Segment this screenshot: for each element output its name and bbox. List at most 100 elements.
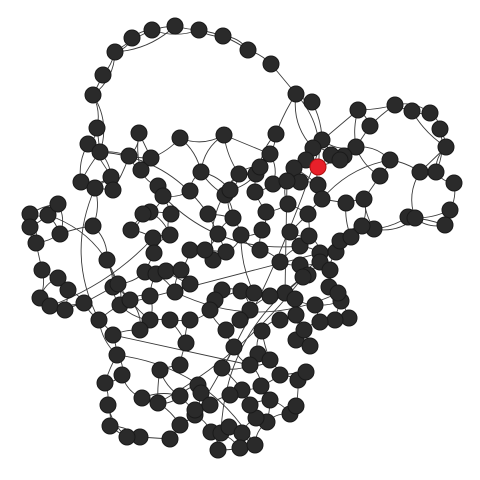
graph-node[interactable] (99, 396, 117, 414)
graph-node[interactable] (144, 229, 162, 247)
graph-node[interactable] (118, 428, 136, 446)
graph-node[interactable] (262, 55, 280, 73)
graph-node[interactable] (56, 301, 74, 319)
graph-node[interactable] (157, 262, 175, 280)
graph-node[interactable] (171, 387, 189, 405)
graph-node[interactable] (122, 221, 140, 239)
graph-node[interactable] (27, 234, 45, 252)
graph-node[interactable] (123, 29, 141, 47)
graph-node[interactable] (84, 217, 102, 235)
graph-node[interactable] (271, 253, 289, 271)
graph-node[interactable] (221, 181, 239, 199)
graph-node[interactable] (233, 424, 251, 442)
graph-node[interactable] (199, 205, 217, 223)
graph-node[interactable] (149, 394, 167, 412)
graph-node[interactable] (113, 366, 131, 384)
graph-node[interactable] (171, 129, 189, 147)
graph-node[interactable] (231, 439, 249, 457)
graph-node[interactable] (287, 306, 305, 324)
graph-node[interactable] (241, 356, 259, 374)
graph-node[interactable] (214, 27, 232, 45)
graph-node[interactable] (267, 125, 285, 143)
graph-node[interactable] (134, 205, 152, 223)
graph-node[interactable] (166, 17, 184, 35)
graph-node[interactable] (132, 161, 150, 179)
graph-node[interactable] (196, 241, 214, 259)
graph-node[interactable] (326, 311, 344, 329)
graph-node[interactable] (264, 175, 282, 193)
graph-node[interactable] (342, 228, 360, 246)
graph-node[interactable] (201, 301, 219, 319)
graph-node[interactable] (299, 205, 317, 223)
graph-node[interactable] (225, 338, 243, 356)
graph-node[interactable] (75, 294, 93, 312)
graph-node[interactable] (88, 119, 106, 137)
graph-node[interactable] (120, 147, 138, 165)
graph-node[interactable] (151, 361, 169, 379)
graph-node[interactable] (161, 430, 179, 448)
graph-node[interactable] (142, 149, 160, 167)
graph-node[interactable] (104, 181, 122, 199)
graph-node[interactable] (106, 43, 124, 61)
graph-node[interactable] (181, 311, 199, 329)
graph-node[interactable] (190, 21, 208, 39)
graph-node[interactable] (261, 145, 279, 163)
graph-node[interactable] (231, 311, 249, 329)
graph-node[interactable] (121, 291, 139, 309)
graph-node[interactable] (300, 227, 318, 245)
graph-node[interactable] (279, 195, 297, 213)
graph-node[interactable] (161, 311, 179, 329)
graph-node[interactable] (261, 287, 279, 305)
graph-node[interactable] (177, 334, 195, 352)
graph-node[interactable] (431, 120, 449, 138)
graph-node[interactable] (96, 374, 114, 392)
graph-node[interactable] (101, 417, 119, 435)
graph-node[interactable] (181, 241, 199, 259)
graph-node[interactable] (131, 321, 149, 339)
graph-node[interactable] (79, 135, 97, 153)
graph-node[interactable] (171, 416, 189, 434)
graph-node[interactable] (294, 268, 312, 286)
graph-node[interactable] (427, 163, 445, 181)
graph-node[interactable] (41, 297, 59, 315)
graph-node[interactable] (84, 86, 102, 104)
graph-node[interactable] (436, 216, 454, 234)
graph-node[interactable] (321, 261, 339, 279)
graph-node[interactable] (295, 321, 313, 339)
graph-node[interactable] (130, 124, 148, 142)
graph-node[interactable] (252, 377, 270, 395)
graph-node[interactable] (253, 221, 271, 239)
graph-node[interactable] (39, 206, 57, 224)
graph-node[interactable] (309, 176, 327, 194)
graph-node[interactable] (217, 321, 235, 339)
graph-node[interactable] (181, 275, 199, 293)
graph-node[interactable] (94, 66, 112, 84)
graph-node[interactable] (437, 138, 455, 156)
graph-node[interactable] (172, 261, 190, 279)
graph-node[interactable] (386, 96, 404, 114)
graph-node[interactable] (162, 205, 180, 223)
graph-node[interactable] (59, 281, 77, 299)
graph-node[interactable] (278, 172, 296, 190)
graph-node[interactable] (421, 104, 439, 122)
graph-node[interactable] (201, 396, 219, 414)
graph-node[interactable] (261, 351, 279, 369)
graph-node[interactable] (403, 102, 421, 120)
graph-node[interactable] (441, 201, 459, 219)
graph-node[interactable] (91, 143, 109, 161)
graph-node[interactable] (230, 165, 248, 183)
graph-node[interactable] (33, 261, 51, 279)
graph-node[interactable] (271, 311, 289, 329)
graph-node[interactable] (303, 93, 321, 111)
graph-node[interactable] (141, 287, 159, 305)
graph-node[interactable] (109, 275, 127, 293)
graph-node-selected[interactable] (309, 158, 327, 176)
graph-node[interactable] (171, 356, 189, 374)
graph-node[interactable] (108, 346, 126, 364)
graph-node[interactable] (90, 311, 108, 329)
graph-node[interactable] (245, 284, 263, 302)
graph-node[interactable] (232, 226, 250, 244)
graph-node[interactable] (253, 322, 271, 340)
graph-node[interactable] (281, 223, 299, 241)
